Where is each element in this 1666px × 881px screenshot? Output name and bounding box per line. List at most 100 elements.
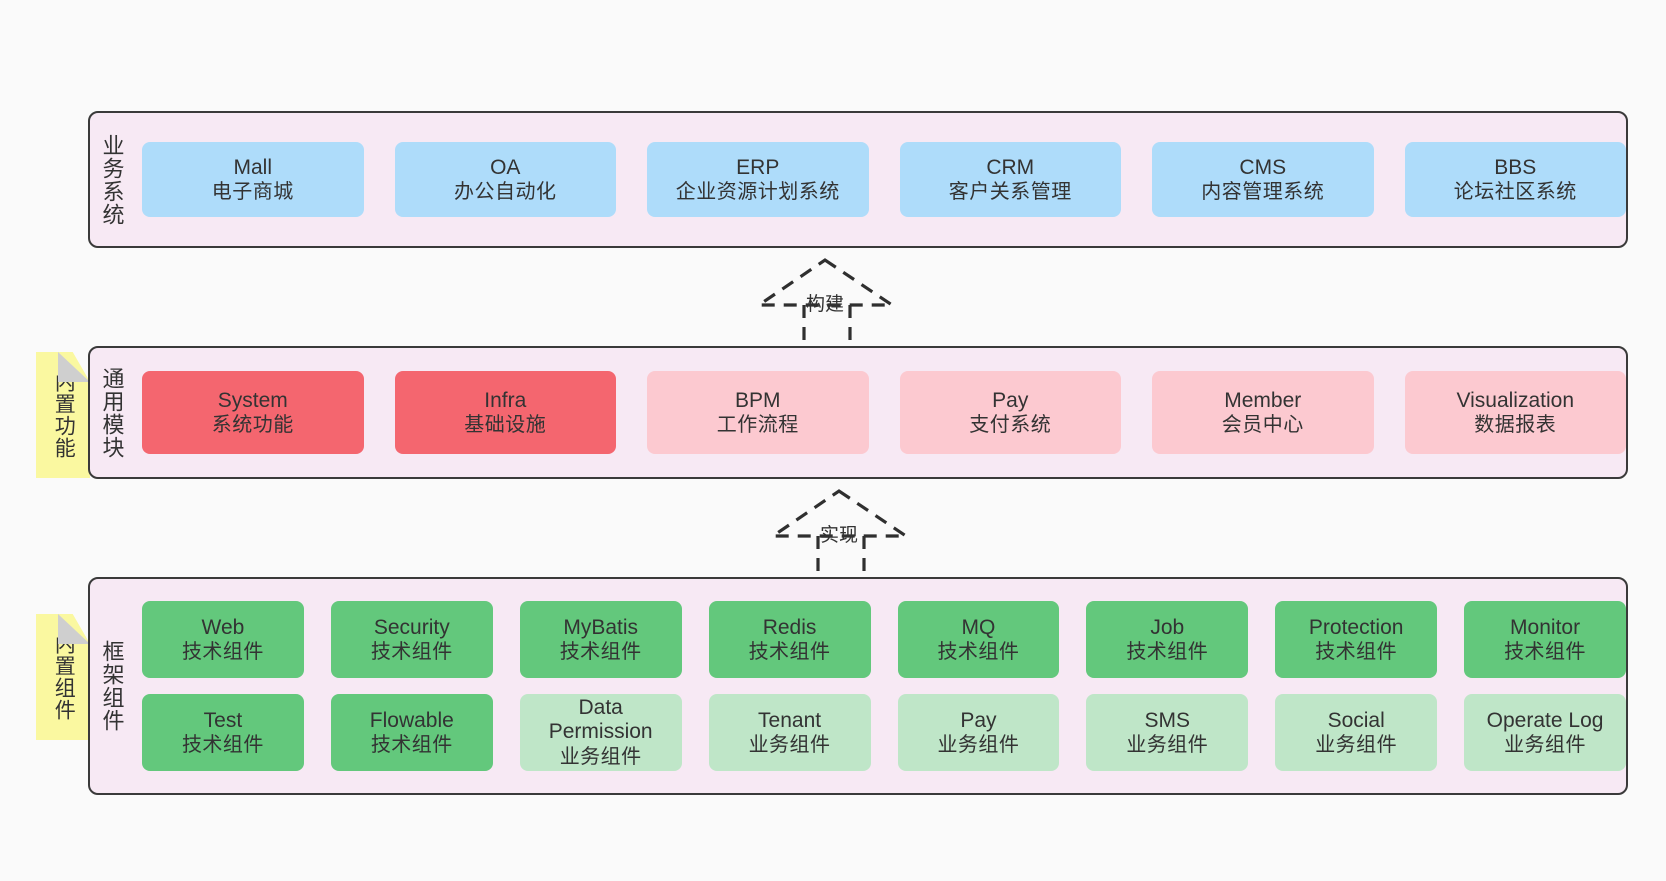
component-card-protection[interactable]: Protection 技术组件 xyxy=(1275,601,1438,678)
component-type: 技术组件 xyxy=(370,734,453,757)
component-name: Test xyxy=(203,708,243,732)
module-subtitle: 企业资源计划系统 xyxy=(675,181,840,204)
module-subtitle: 论坛社区系统 xyxy=(1453,181,1577,204)
connector-realize: 实现 xyxy=(771,489,921,581)
module-name: OA xyxy=(490,155,521,179)
module-card-visualization[interactable]: Visualization 数据报表 xyxy=(1404,371,1626,454)
component-name: Protection xyxy=(1308,615,1404,639)
layer-title-framework: 框架组件 xyxy=(99,640,125,732)
module-name: CMS xyxy=(1239,155,1287,179)
component-name: MQ xyxy=(961,615,996,639)
module-card-member[interactable]: Member 会员中心 xyxy=(1152,371,1374,454)
component-card-data-permission[interactable]: Data Permission 业务组件 xyxy=(519,694,682,771)
module-name: Pay xyxy=(992,388,1029,412)
component-card-sms[interactable]: SMS 业务组件 xyxy=(1086,694,1249,771)
note-builtin-components: 内置组件 xyxy=(36,614,90,740)
module-card-erp[interactable]: ERP 企业资源计划系统 xyxy=(647,142,869,217)
component-card-test[interactable]: Test 技术组件 xyxy=(142,694,304,771)
component-type: 业务组件 xyxy=(1504,734,1587,757)
module-name: BBS xyxy=(1494,155,1537,179)
module-subtitle: 会员中心 xyxy=(1221,414,1304,437)
layer-body-common: System 系统功能 Infra 基础设施 BPM 工作流程 Pay 支付系统… xyxy=(134,348,1626,477)
module-name: Member xyxy=(1224,388,1302,412)
component-name: Redis xyxy=(762,615,817,639)
component-type: 业务组件 xyxy=(1126,734,1209,757)
module-name: System xyxy=(217,388,288,412)
component-name: Pay xyxy=(960,708,997,732)
component-card-web[interactable]: Web 技术组件 xyxy=(142,601,304,678)
component-card-mq[interactable]: MQ 技术组件 xyxy=(897,601,1060,678)
component-card-flowable[interactable]: Flowable 技术组件 xyxy=(330,694,493,771)
layer-body-business: Mall 电子商城 OA 办公自动化 ERP 企业资源计划系统 CRM 客户关系… xyxy=(134,113,1626,246)
component-card-operate-log[interactable]: Operate Log 业务组件 xyxy=(1464,694,1626,771)
module-card-pay[interactable]: Pay 支付系统 xyxy=(899,371,1121,454)
component-type: 技术组件 xyxy=(370,641,453,664)
module-card-oa[interactable]: OA 办公自动化 xyxy=(394,142,616,217)
connector-build-label: 构建 xyxy=(806,294,845,315)
module-name: Visualization xyxy=(1456,388,1575,412)
note-builtin-features: 内置功能 xyxy=(36,352,90,478)
component-card-job[interactable]: Job 技术组件 xyxy=(1086,601,1249,678)
component-card-security[interactable]: Security 技术组件 xyxy=(330,601,493,678)
component-type: 技术组件 xyxy=(1315,641,1398,664)
component-name: Data Permission xyxy=(548,695,653,744)
component-card-monitor[interactable]: Monitor 技术组件 xyxy=(1464,601,1626,678)
component-type: 技术组件 xyxy=(1504,641,1587,664)
module-name: CRM xyxy=(986,155,1035,179)
module-name: Infra xyxy=(484,388,527,412)
component-name: Web xyxy=(201,615,245,639)
component-type: 业务组件 xyxy=(937,734,1020,757)
module-card-system[interactable]: System 系统功能 xyxy=(142,371,364,454)
layer-body-framework: Web 技术组件 Security 技术组件 MyBatis 技术组件 Redi… xyxy=(134,579,1626,793)
module-subtitle: 基础设施 xyxy=(464,414,547,437)
component-type: 业务组件 xyxy=(559,745,642,768)
component-name: Job xyxy=(1150,615,1185,639)
component-card-redis[interactable]: Redis 技术组件 xyxy=(708,601,871,678)
note-label: 内置组件 xyxy=(52,633,76,721)
layer-title-business: 业务系统 xyxy=(99,133,125,226)
component-type: 技术组件 xyxy=(181,734,264,757)
layer-title-common: 通用模块 xyxy=(99,366,125,459)
layer-common-modules: 通用模块 System 系统功能 Infra 基础设施 BPM 工作流程 Pay… xyxy=(88,346,1628,479)
module-card-infra[interactable]: Infra 基础设施 xyxy=(394,371,616,454)
note-fold-corner-icon xyxy=(58,614,90,644)
layer-business-systems: 业务系统 Mall 电子商城 OA 办公自动化 ERP 企业资源计划系统 CRM… xyxy=(88,111,1628,248)
card-row: Mall 电子商城 OA 办公自动化 ERP 企业资源计划系统 CRM 客户关系… xyxy=(142,142,1626,217)
card-row: System 系统功能 Infra 基础设施 BPM 工作流程 Pay 支付系统… xyxy=(142,371,1626,454)
component-name: Flowable xyxy=(369,708,454,732)
component-type: 技术组件 xyxy=(748,641,831,664)
component-name: Social xyxy=(1327,708,1385,732)
connector-realize-arrow xyxy=(771,489,912,581)
component-card-social[interactable]: Social 业务组件 xyxy=(1275,694,1438,771)
component-type: 技术组件 xyxy=(1126,641,1209,664)
connector-realize-label: 实现 xyxy=(820,525,859,546)
module-name: BPM xyxy=(734,388,781,412)
module-card-mall[interactable]: Mall 电子商城 xyxy=(142,142,364,217)
note-fold-corner-icon xyxy=(58,352,90,382)
note-label: 内置功能 xyxy=(52,371,76,459)
module-subtitle: 数据报表 xyxy=(1474,414,1557,437)
component-card-mybatis[interactable]: MyBatis 技术组件 xyxy=(519,601,682,678)
module-card-bbs[interactable]: BBS 论坛社区系统 xyxy=(1404,142,1626,217)
layer-framework-components: 框架组件 Web 技术组件 Security 技术组件 MyBatis 技术组件… xyxy=(88,577,1628,795)
component-card-pay[interactable]: Pay 业务组件 xyxy=(897,694,1060,771)
component-type: 技术组件 xyxy=(937,641,1020,664)
module-name: ERP xyxy=(736,155,780,179)
component-card-tenant[interactable]: Tenant 业务组件 xyxy=(708,694,871,771)
module-subtitle: 系统功能 xyxy=(211,414,294,437)
module-card-crm[interactable]: CRM 客户关系管理 xyxy=(899,142,1121,217)
module-card-cms[interactable]: CMS 内容管理系统 xyxy=(1152,142,1374,217)
component-type: 业务组件 xyxy=(748,734,831,757)
module-subtitle: 内容管理系统 xyxy=(1201,181,1325,204)
connector-build-arrow xyxy=(757,258,898,350)
component-name: SMS xyxy=(1144,708,1191,732)
connector-build: 构建 xyxy=(757,258,907,350)
module-card-bpm[interactable]: BPM 工作流程 xyxy=(647,371,869,454)
component-type: 业务组件 xyxy=(1315,734,1398,757)
component-name: Monitor xyxy=(1510,615,1581,639)
module-subtitle: 支付系统 xyxy=(969,414,1052,437)
component-name: Security xyxy=(373,615,450,639)
card-row: Test 技术组件 Flowable 技术组件 Data Permission … xyxy=(142,694,1626,771)
module-subtitle: 电子商城 xyxy=(211,181,294,204)
